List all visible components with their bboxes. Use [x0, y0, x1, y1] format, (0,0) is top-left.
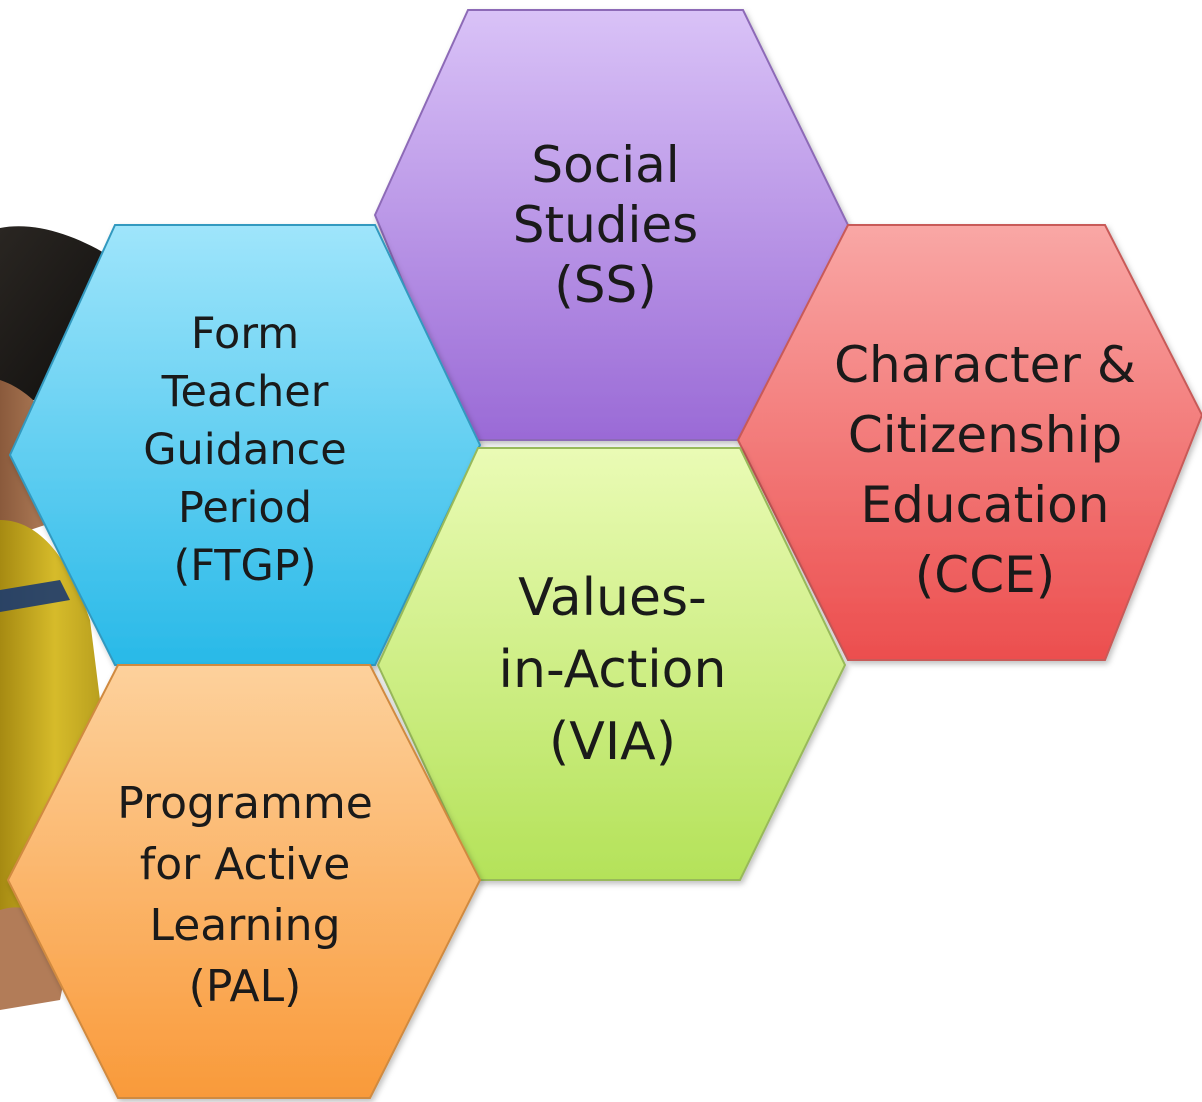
hexagon-cce	[736, 224, 1202, 661]
hexagon-pal	[6, 664, 482, 1099]
hexagon-ftgp	[8, 224, 482, 666]
